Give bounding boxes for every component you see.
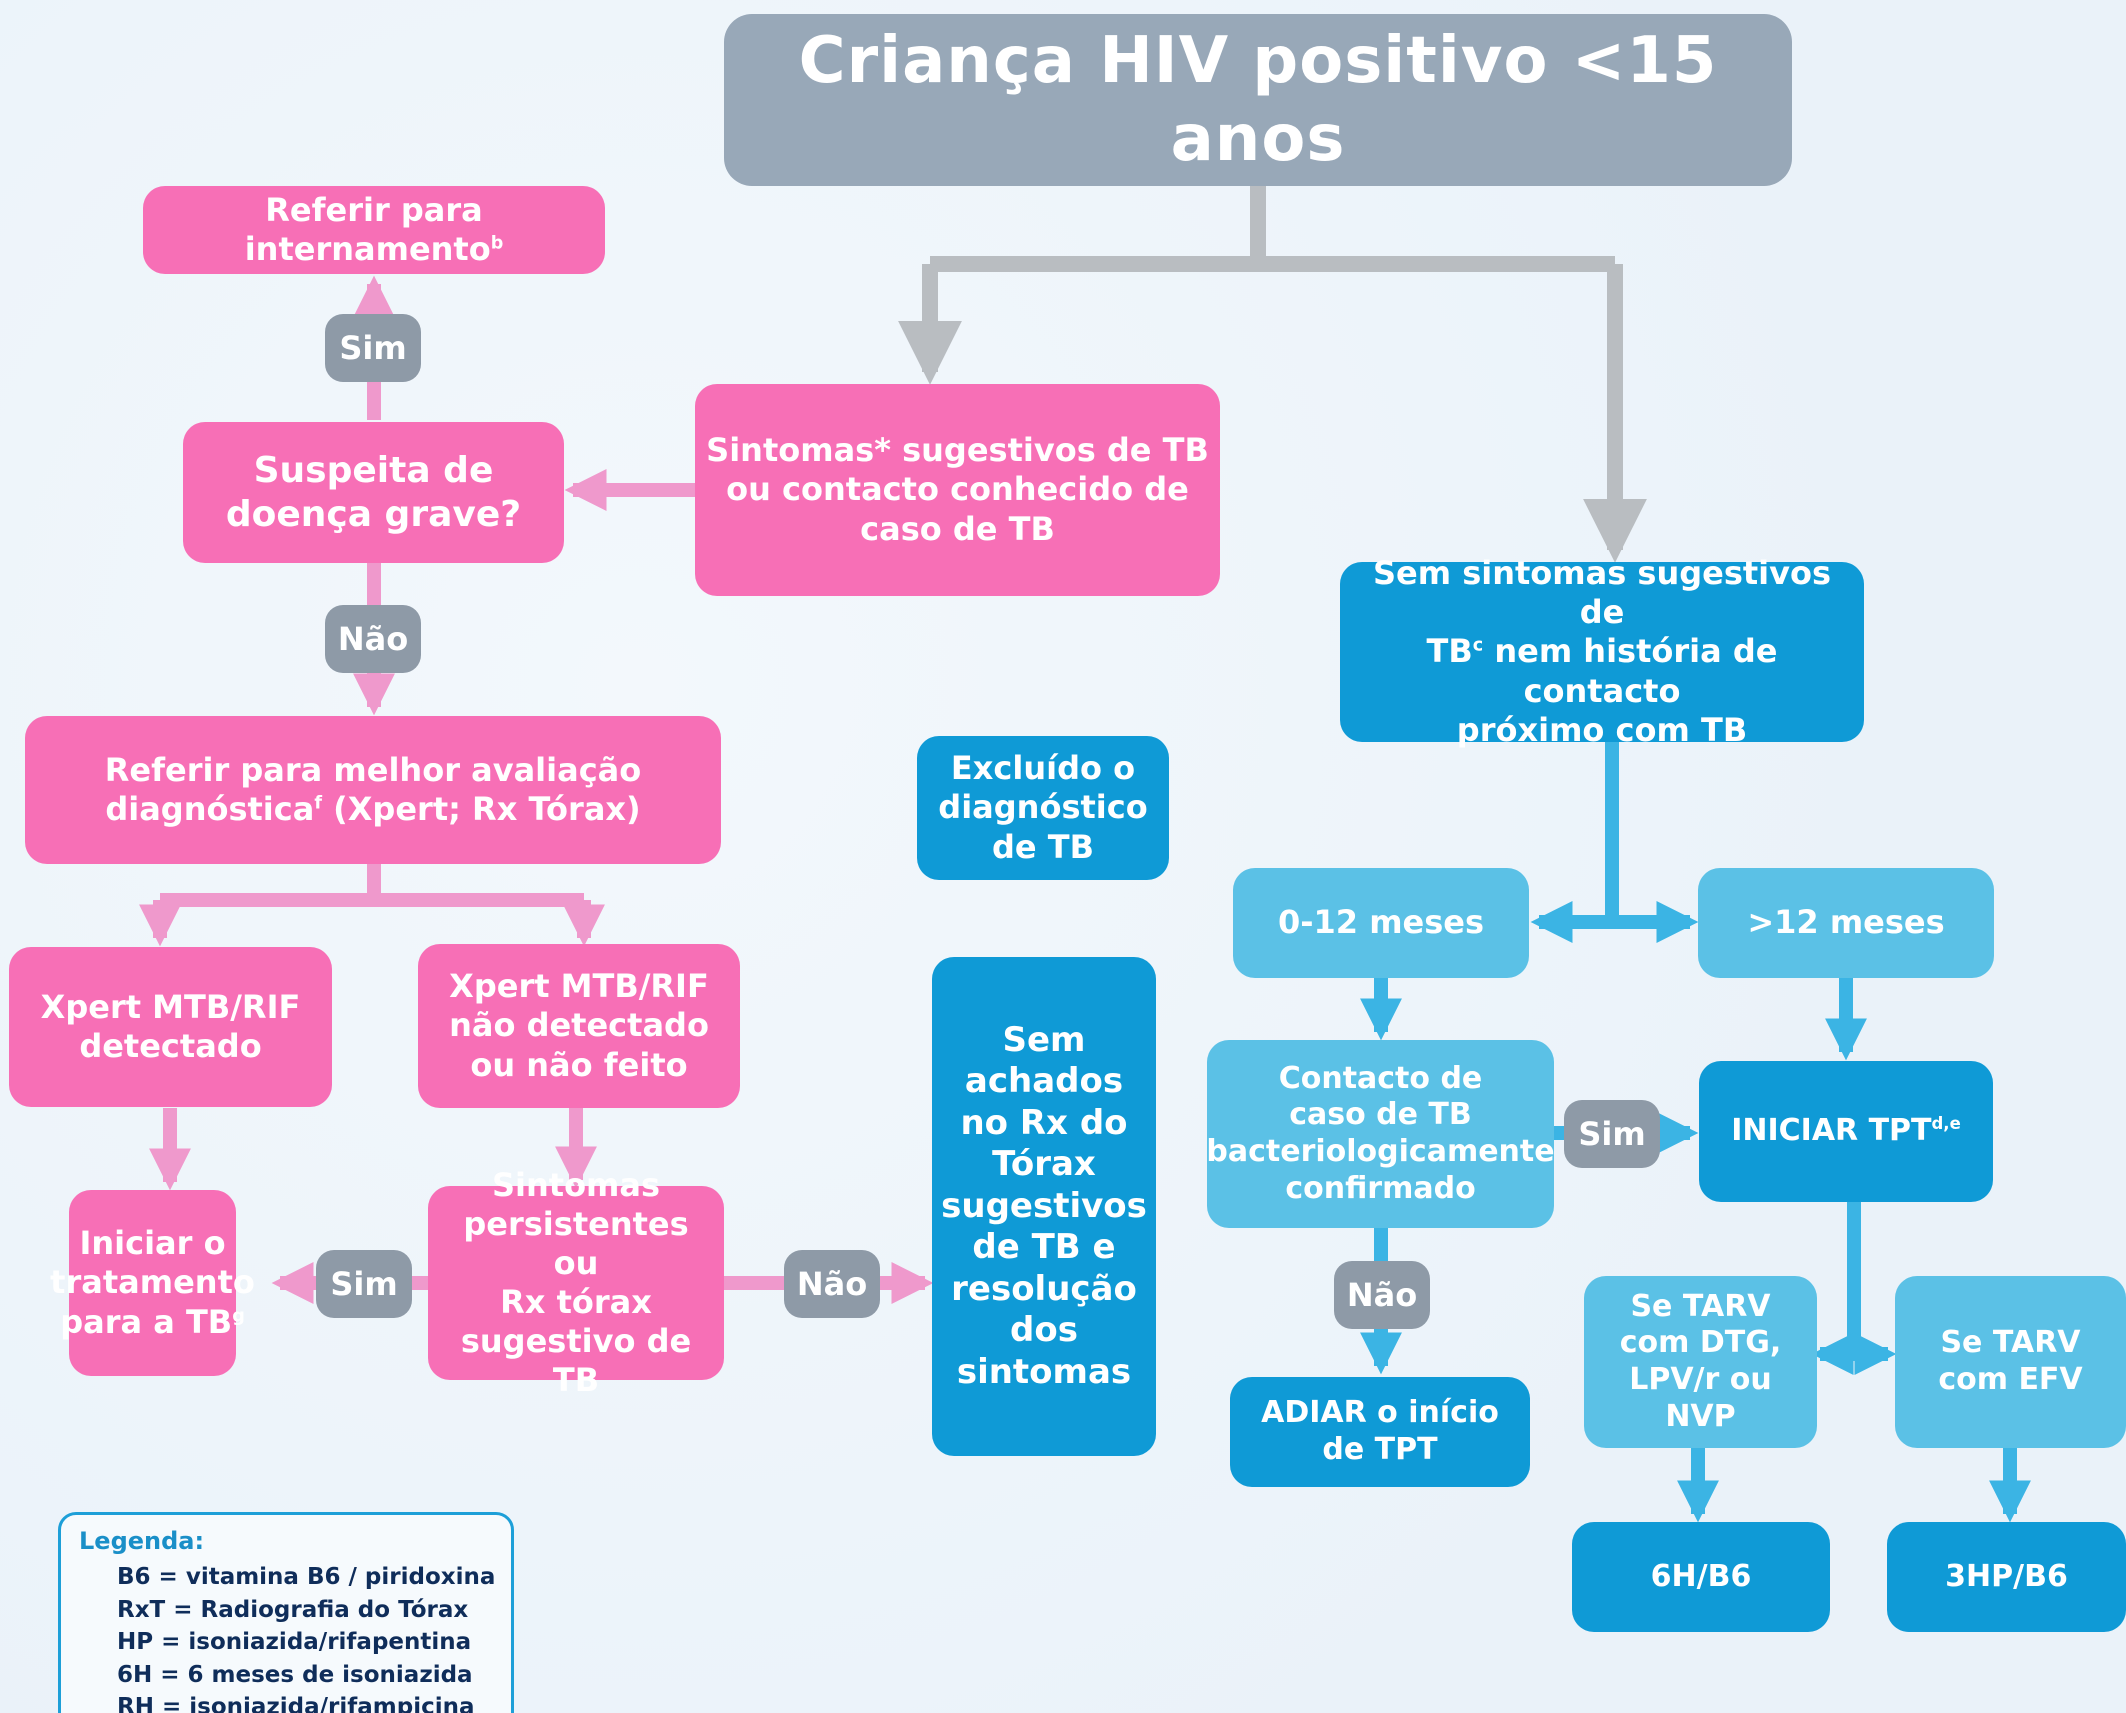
- label-sim-text: Sim: [339, 329, 407, 367]
- node-contacto-caso: Contacto de caso de TB bacteriologicamen…: [1206, 1040, 1555, 1228]
- legend-item: 6H = 6 meses de isoniazida: [117, 1661, 473, 1688]
- label-nao-text: Não: [337, 620, 409, 658]
- legend-item: RxT = Radiografia do Tórax: [117, 1596, 469, 1623]
- node-iniciar-tpt: INICIAR TPTd,e: [1699, 1061, 1993, 1202]
- title-box: Criança HIV positivo <15 anos: [724, 14, 1792, 186]
- node-adiar-tpt: ADIAR o início de TPT: [1230, 1377, 1530, 1487]
- legend-item: RH = isoniazida/rifampicina: [117, 1694, 475, 1713]
- label-sim-text: Sim: [1578, 1115, 1646, 1153]
- node-0-12-text: 0-12 meses: [1277, 903, 1485, 942]
- label-sim-contacto: Sim: [1564, 1100, 1660, 1168]
- page-title: Criança HIV positivo <15 anos: [798, 23, 1718, 176]
- node-regimen-6h-text: 6H/B6: [1650, 1558, 1752, 1594]
- label-nao-suspeita: Não: [325, 605, 421, 673]
- node-tarv-efv: Se TARV com EFV: [1895, 1276, 2126, 1448]
- node-0-12-meses: 0-12 meses: [1233, 868, 1529, 978]
- node-tarv-dtg: Se TARV com DTG, LPV/r ou NVP: [1584, 1276, 1817, 1448]
- node-iniciar-tpt-text: INICIAR TPTd,e: [1731, 1113, 1961, 1149]
- node-xpert-nao-detectado: Xpert MTB/RIF não detectado ou não feito: [418, 944, 740, 1108]
- node-excluido-diagnostico: Excluído o diagnóstico de TB: [917, 736, 1169, 880]
- node-regimen-6h: 6H/B6: [1572, 1522, 1830, 1632]
- node-sem-sintomas: Sem sintomas sugestivos de TBc nem histó…: [1340, 554, 1864, 749]
- node-contacto-text: Contacto de caso de TB bacteriologicamen…: [1206, 1060, 1555, 1206]
- node-sintomas-text: Sintomas* sugestivos de TB ou contacto c…: [706, 431, 1209, 548]
- label-nao-text: Não: [796, 1265, 868, 1303]
- node-suspeita-text: Suspeita de doença grave?: [225, 449, 522, 535]
- node-sem-sintomas-text: Sem sintomas sugestivos de TBc nem histó…: [1372, 554, 1832, 749]
- node-sintomas-persistentes: Sintomas persistentes ou Rx tórax sugest…: [428, 1166, 724, 1399]
- label-sim-tratamento: Sim: [316, 1250, 412, 1318]
- node-sintomas-sugestivos: Sintomas* sugestivos de TB ou contacto c…: [695, 384, 1220, 596]
- node-iniciar-tratamento: Iniciar o tratamento para a TBg: [50, 1190, 255, 1376]
- label-nao-text: Não: [1346, 1276, 1418, 1314]
- node-adiar-text: ADIAR o início de TPT: [1261, 1395, 1499, 1467]
- label-nao-persistentes: Não: [784, 1250, 880, 1318]
- label-sim-text: Sim: [330, 1265, 398, 1303]
- legend-title: Legenda:: [79, 1527, 205, 1555]
- node-referir-melhor-avaliacao: Referir para melhor avaliação diagnóstic…: [25, 716, 721, 864]
- node-xpert-detectado-text: Xpert MTB/RIF detectado: [40, 987, 301, 1065]
- node-suspeita-doenca-grave: Suspeita de doença grave?: [183, 422, 564, 563]
- node-mais-12-meses: >12 meses: [1698, 868, 1994, 978]
- node-tarv-efv-text: Se TARV com EFV: [1938, 1325, 2083, 1397]
- node-xpert-detectado: Xpert MTB/RIF detectado: [9, 947, 332, 1107]
- node-tarv-dtg-text: Se TARV com DTG, LPV/r ou NVP: [1619, 1288, 1782, 1434]
- node-referir-internamento: Referir para internamentob: [143, 186, 605, 274]
- node-sintomas-persistentes-text: Sintomas persistentes ou Rx tórax sugest…: [460, 1165, 692, 1400]
- node-excluido-text: Excluído o diagnóstico de TB: [938, 749, 1148, 866]
- node-referir-melhor-text: Referir para melhor avaliação diagnóstic…: [104, 750, 642, 828]
- node-mais-12-text: >12 meses: [1747, 903, 1945, 942]
- legend-item: HP = isoniazida/rifapentina: [117, 1629, 472, 1655]
- node-regimen-3hp: 3HP/B6: [1887, 1522, 2126, 1632]
- node-xpert-nao-text: Xpert MTB/RIF não detectado ou não feito: [449, 967, 709, 1084]
- node-regimen-3hp-text: 3HP/B6: [1945, 1558, 2068, 1594]
- title-split-connector: [898, 186, 1647, 563]
- legend-box: Legenda: B6 = vitamina B6 / piridoxina R…: [58, 1512, 514, 1713]
- node-referir-internamento-text: Referir para internamentob: [244, 190, 504, 268]
- label-sim-internamento: Sim: [325, 314, 421, 382]
- node-sem-achados-rx: Sem achados no Rx do Tórax sugestivos de…: [932, 957, 1156, 1456]
- node-iniciar-tratamento-text: Iniciar o tratamento para a TBg: [50, 1224, 255, 1341]
- label-nao-contacto: Não: [1334, 1261, 1430, 1329]
- legend-item: B6 = vitamina B6 / piridoxina: [117, 1564, 496, 1590]
- node-sem-achados-text: Sem achados no Rx do Tórax sugestivos de…: [941, 1019, 1147, 1392]
